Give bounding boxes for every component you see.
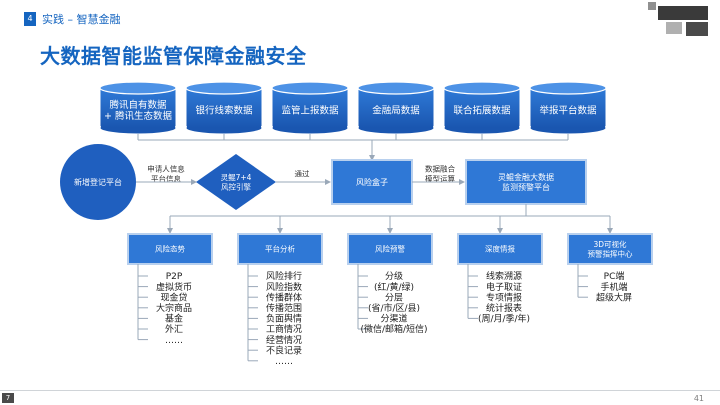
module-title: 深度情报 [485,244,515,254]
data-source-cylinder [99,81,177,135]
module-item: 外汇 [165,323,183,335]
apply-info-label: 申请人信息平台信息 [147,164,185,184]
module-item: (微信/邮箱/短信) [360,323,427,335]
footer-bar [0,390,720,405]
module-item: 传播群体 [266,291,302,303]
module-item: 分渠道 [380,313,407,325]
data-source-label: 银行线索数据 [195,104,253,116]
module-item: 现金贷 [160,291,187,303]
module-item: (省/市/区/县) [368,302,420,314]
data-source-cylinder [529,81,607,135]
data-source-cylinder [357,81,435,135]
module-item: (红/黄/绿) [374,281,414,293]
module-item: 大宗商品 [156,302,192,314]
pass-label: 通过 [295,169,310,179]
data-source-label: 监管上报数据 [281,104,339,116]
data-source-label: 联合拓展数据 [453,104,511,116]
footer-logo-icon: 7 [2,393,14,403]
module-title: 3D可视化预警指挥中心 [588,239,633,259]
module-item: 风险指数 [266,281,302,293]
monitor-platform-label: 灵鲲金融大数据监测预警平台 [498,172,554,192]
module-title: 风险预警 [375,244,405,254]
module-item: 风险排行 [266,270,302,282]
module-item: 虚拟货币 [156,281,192,293]
module-box [567,233,653,265]
module-item: 经营情况 [266,334,302,346]
module-item: 手机端 [600,281,627,293]
module-item: …… [275,357,293,367]
slide-title: 大数据智能监管保障金融安全 [40,44,307,68]
platform-circle [60,144,136,220]
module-item: 传播范围 [266,302,302,314]
module-item: 超级大屏 [596,291,632,303]
module-item: 基金 [165,313,183,325]
risk-box-label: 风险盒子 [356,177,388,187]
module-item: PC端 [604,270,625,282]
data-source-label: 腾讯自有数据+ 腾讯生态数据 [104,99,172,122]
fusion-label: 数据融合模型运算 [425,164,455,184]
data-source-cylinder [271,81,349,135]
module-item: 不良记录 [266,344,302,356]
module-item: …… [165,336,183,346]
module-item: (周/月/季/年) [478,313,530,325]
engine-diamond [196,154,276,210]
data-source-cylinder [443,81,521,135]
module-title: 风险态势 [155,244,185,254]
page-number: 41 [693,394,704,403]
module-box [237,233,323,265]
module-item: 统计报表 [486,302,522,314]
monitor-platform-box [465,159,587,205]
module-item: 负面舆情 [266,313,302,325]
module-item: 分层 [385,292,403,303]
module-item: 专项情报 [486,291,522,303]
module-box [347,233,433,265]
data-source-label: 举报平台数据 [539,104,597,116]
data-source-cylinder [185,81,263,135]
module-box [457,233,543,265]
section-label: 实践 – 智慧金融 [42,13,121,26]
module-box [127,233,213,265]
module-item: 线索溯源 [486,270,522,282]
module-item: 分级 [385,270,403,282]
corner-logo-icon [648,2,708,36]
module-item: 工商情况 [266,323,302,335]
platform-label: 新增登记平台 [74,177,122,187]
risk-box [331,159,413,205]
module-item: P2P [166,272,183,282]
data-source-label: 金融局数据 [372,104,420,116]
module-item: 电子取证 [486,281,522,293]
page-badge: 4 [24,12,36,26]
module-title: 平台分析 [265,244,295,254]
